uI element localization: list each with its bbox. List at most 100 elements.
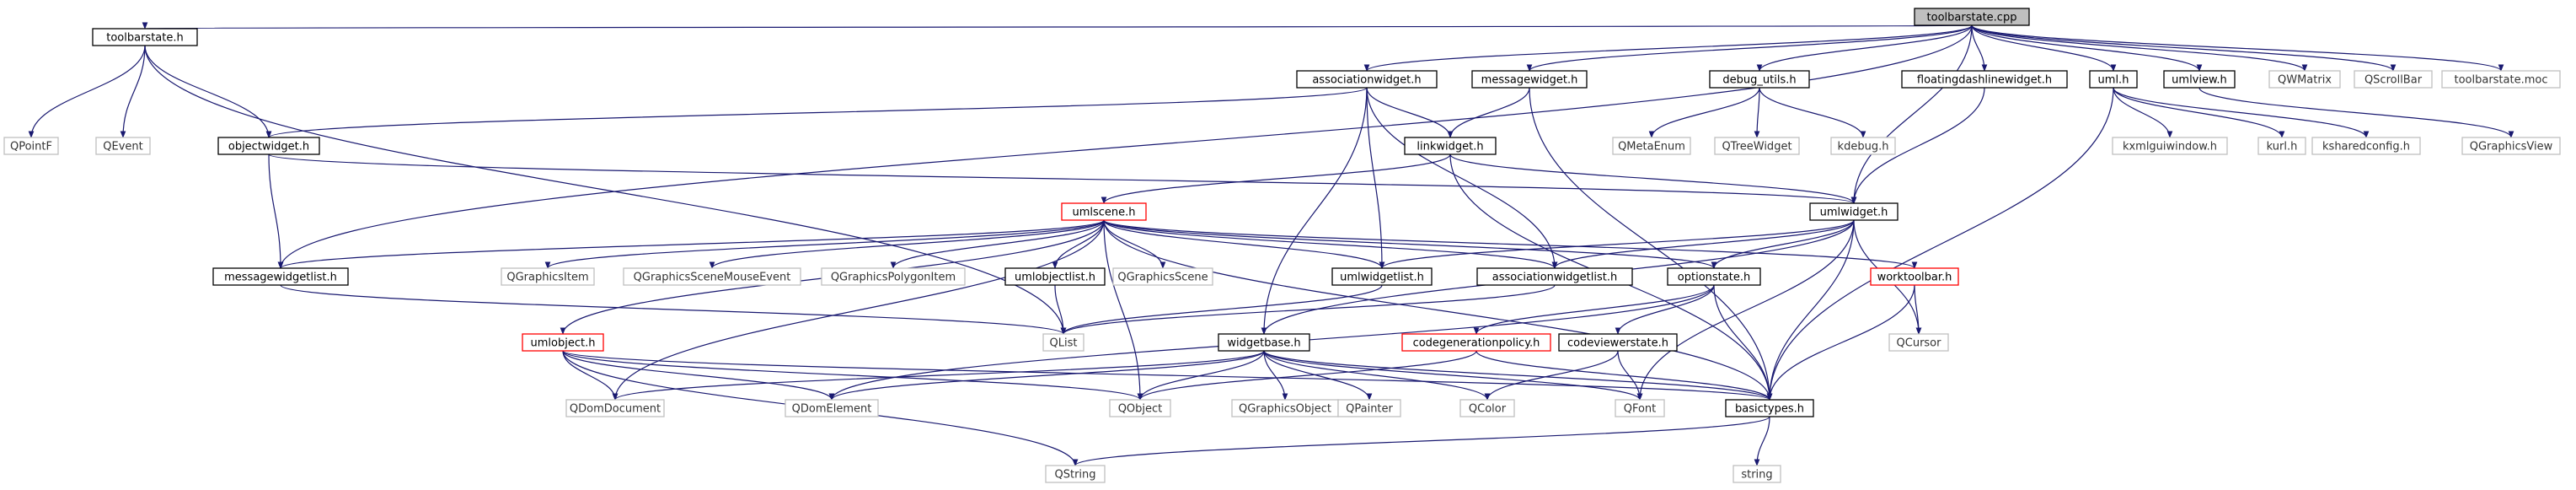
edge-toolbarstate_cpp-to-QScrollBar xyxy=(1971,24,2397,72)
node-label-umlobjectlist_h: umlobjectlist.h xyxy=(1015,272,1095,284)
node-label-QDomDocument: QDomDocument xyxy=(570,403,661,416)
edge-toolbarstate_cpp-to-QWMatrix xyxy=(1971,24,2308,72)
node-box-toolbarstate_h xyxy=(92,28,198,46)
node-codegenerationpolicy_h[interactable]: codegenerationpolicy.h xyxy=(1401,333,1551,352)
edge-basictypes_h-to-string xyxy=(1754,416,1770,466)
edge-uml_h-to-kxmlguiwindow_h xyxy=(2113,87,2173,138)
node-label-debug_utils_h: debug_utils.h xyxy=(1722,74,1796,87)
node-label-string: string xyxy=(1741,469,1772,482)
node-box-QPainter xyxy=(1337,399,1401,417)
node-umlobject_h[interactable]: umlobject.h xyxy=(522,333,604,352)
edge-umlscene_h-to-QObject xyxy=(1103,219,1143,401)
node-messagewidgetlist_h[interactable]: messagewidgetlist.h xyxy=(212,267,349,286)
node-label-toolbarstate_cpp: toolbarstate.cpp xyxy=(1927,12,2017,24)
edge-umlscene_h-to-optionstate_h xyxy=(1103,219,1717,269)
node-label-kdebug_h: kdebug.h xyxy=(1838,141,1889,153)
node-umlview_h[interactable]: umlview.h xyxy=(2163,70,2236,89)
edge-umlscene_h-to-umlobjectlist_h xyxy=(1052,219,1105,269)
node-box-widgetbase_h xyxy=(1218,333,1310,352)
edge-objectwidget_h-to-umlwidget_h xyxy=(268,153,1856,204)
node-QMetaEnum: QMetaEnum xyxy=(1612,137,1691,155)
edge-umlwidgetlist_h-to-QList xyxy=(1060,284,1383,335)
edge-codegenerationpolicy_h-to-basictypes_h xyxy=(1475,350,1773,401)
node-toolbarstate_h[interactable]: toolbarstate.h xyxy=(92,28,198,46)
edge-uml_h-to-kurl_h xyxy=(2113,87,2285,138)
node-uml_h[interactable]: uml.h xyxy=(2089,70,2138,89)
node-box-associationwidget_h xyxy=(1296,70,1438,89)
node-box-QEvent xyxy=(95,137,151,155)
node-QObject: QObject xyxy=(1109,399,1171,417)
node-label-QPainter: QPainter xyxy=(1346,403,1393,416)
edge-toolbarstate_cpp-to-messagewidget_h xyxy=(1526,24,1973,72)
node-associationwidget_h[interactable]: associationwidget.h xyxy=(1296,70,1438,89)
node-debug_utils_h[interactable]: debug_utils.h xyxy=(1709,70,1810,89)
node-label-umlscene_h: umlscene.h xyxy=(1072,207,1135,219)
node-umlobjectlist_h[interactable]: umlobjectlist.h xyxy=(1004,267,1106,286)
edge-widgetbase_h-to-QPainter xyxy=(1263,350,1373,401)
node-box-QGraphicsScene xyxy=(1112,267,1213,286)
edge-worktoolbar_h-to-basictypes_h xyxy=(1766,284,1915,401)
node-QDomElement: QDomElement xyxy=(785,399,879,417)
node-label-QObject: QObject xyxy=(1118,403,1163,416)
node-floatingdashlinewidget_h[interactable]: floatingdashlinewidget.h xyxy=(1901,70,2068,89)
node-box-QDomDocument xyxy=(565,399,665,417)
node-associationwidgetlist_h[interactable]: associationwidgetlist.h xyxy=(1476,267,1633,286)
node-label-worktoolbar_h: worktoolbar.h xyxy=(1877,272,1952,284)
edge-toolbarstate_h-to-objectwidget_h xyxy=(144,45,272,138)
node-box-kdebug_h xyxy=(1830,137,1896,155)
node-label-QPointF: QPointF xyxy=(10,141,52,153)
node-QGraphicsObject: QGraphicsObject xyxy=(1231,399,1339,417)
edge-widgetbase_h-to-QGraphicsObject xyxy=(1263,350,1288,401)
node-kxmlguiwindow_h: kxmlguiwindow.h xyxy=(2112,137,2228,155)
node-umlwidget_h[interactable]: umlwidget.h xyxy=(1809,202,1899,221)
edge-umlscene_h-to-umlwidgetlist_h xyxy=(1103,219,1385,269)
edge-toolbarstate_cpp-to-messagewidgetlist_h xyxy=(277,24,1973,269)
node-label-QGraphicsObject: QGraphicsObject xyxy=(1239,403,1331,416)
node-QTreeWidget: QTreeWidget xyxy=(1714,137,1800,155)
edge-toolbarstate_cpp-to-uml_h xyxy=(1971,24,2117,72)
node-label-QTreeWidget: QTreeWidget xyxy=(1722,141,1791,153)
node-label-umlwidgetlist_h: umlwidgetlist.h xyxy=(1340,272,1424,284)
edge-messagewidgetlist_h-to-QList xyxy=(280,284,1067,335)
node-kurl_h: kurl.h xyxy=(2257,137,2306,155)
node-box-codegenerationpolicy_h xyxy=(1401,333,1551,352)
node-basictypes_h[interactable]: basictypes.h xyxy=(1725,399,1814,417)
node-label-codegenerationpolicy_h: codegenerationpolicy.h xyxy=(1413,337,1540,350)
node-toolbarstate_cpp[interactable]: toolbarstate.cpp xyxy=(1914,8,2030,26)
node-QGraphicsScene: QGraphicsScene xyxy=(1112,267,1213,286)
edge-toolbarstate_cpp-to-umlview_h xyxy=(1971,24,2203,72)
node-box-QPointF xyxy=(3,137,59,155)
edge-linkwidget_h-to-umlwidget_h xyxy=(1449,153,1857,204)
node-label-ksharedconfig_h: ksharedconfig.h xyxy=(2322,141,2410,153)
edge-umlscene_h-to-QDomDocument xyxy=(612,219,1105,401)
node-optionstate_h[interactable]: optionstate.h xyxy=(1667,267,1761,286)
node-label-objectwidget_h: objectwidget.h xyxy=(228,141,309,153)
node-widgetbase_h[interactable]: widgetbase.h xyxy=(1218,333,1310,352)
node-umlscene_h[interactable]: umlscene.h xyxy=(1061,202,1147,221)
node-QGraphicsView: QGraphicsView xyxy=(2461,137,2561,155)
node-box-QGraphicsSceneMouseEvent xyxy=(623,267,801,286)
edge-linkwidget_h-to-umlscene_h xyxy=(1101,153,1451,204)
edge-umlview_h-to-QGraphicsView xyxy=(2198,87,2514,138)
edge-objectwidget_h-to-messagewidgetlist_h xyxy=(268,153,284,269)
node-box-kurl_h xyxy=(2257,137,2306,155)
node-box-QList xyxy=(1042,333,1084,352)
node-linkwidget_h[interactable]: linkwidget.h xyxy=(1404,137,1497,155)
node-box-messagewidget_h xyxy=(1471,70,1588,89)
node-umlwidgetlist_h[interactable]: umlwidgetlist.h xyxy=(1331,267,1433,286)
node-box-uml_h xyxy=(2089,70,2138,89)
node-worktoolbar_h[interactable]: worktoolbar.h xyxy=(1870,267,1959,286)
node-QFont: QFont xyxy=(1615,399,1665,417)
node-objectwidget_h[interactable]: objectwidget.h xyxy=(217,137,320,155)
edge-umlscene_h-to-worktoolbar_h xyxy=(1103,219,1918,269)
edge-toolbarstate_cpp-to-toolbarstate_h xyxy=(144,22,1973,30)
edge-debug_utils_h-to-QMetaEnum xyxy=(1648,87,1760,138)
node-codeviewerstate_h[interactable]: codeviewerstate.h xyxy=(1558,333,1678,352)
edge-toolbarstate_cpp-to-umlwidget_h xyxy=(1850,24,1973,204)
edge-debug_utils_h-to-QTreeWidget xyxy=(1754,87,1760,138)
node-QScrollBar: QScrollBar xyxy=(2354,70,2433,89)
node-box-floatingdashlinewidget_h xyxy=(1901,70,2068,89)
node-messagewidget_h[interactable]: messagewidget.h xyxy=(1471,70,1588,89)
node-box-umlobject_h xyxy=(522,333,604,352)
